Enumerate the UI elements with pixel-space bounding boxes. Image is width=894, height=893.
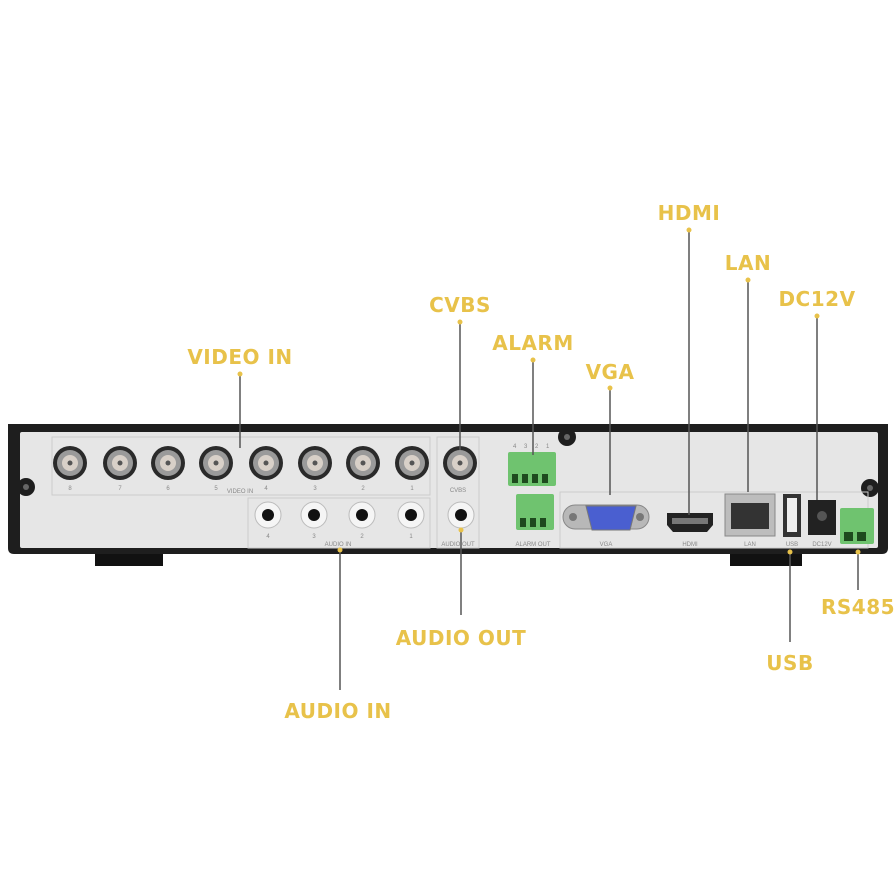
- video-in-port[interactable]: [103, 446, 137, 480]
- panel-label-audio-out: AUDIO OUT: [441, 542, 475, 548]
- vga-port[interactable]: [562, 504, 650, 531]
- panel-label-vga: VGA: [600, 542, 613, 548]
- callout-audio-out: AUDIO OUT: [396, 626, 527, 650]
- foot-right: [730, 552, 802, 566]
- video-channel-number: 6: [166, 486, 170, 492]
- callout-rs485: RS485: [821, 595, 894, 619]
- panel-label-dc12v: DC12V: [812, 542, 831, 548]
- video-in-port[interactable]: [298, 446, 332, 480]
- video-channel-number: 2: [361, 486, 365, 492]
- audio-in-port[interactable]: [397, 501, 425, 529]
- alarm-channel-number: 2: [535, 444, 539, 450]
- callout-video-in: VIDEO IN: [187, 345, 292, 369]
- callout-dc12v: DC12V: [778, 287, 855, 311]
- video-in-port[interactable]: [151, 446, 185, 480]
- callout-lan: LAN: [725, 251, 771, 275]
- video-channel-number: 4: [264, 486, 268, 492]
- audio-in-port[interactable]: [348, 501, 376, 529]
- callout-dot: [814, 313, 820, 319]
- audio-in-port[interactable]: [254, 501, 282, 529]
- alarm-channel-number: 4: [513, 444, 517, 450]
- video-channel-number: 1: [410, 486, 414, 492]
- panel-label-video-in: VIDEO IN: [227, 489, 253, 495]
- callout-vga: VGA: [586, 360, 635, 384]
- alarm-terminal-block[interactable]: [508, 452, 556, 486]
- callout-dot: [457, 319, 463, 325]
- foot-left: [95, 552, 163, 566]
- callout-alarm: ALARM: [492, 331, 574, 355]
- lan-port[interactable]: [724, 493, 776, 537]
- panel-label-alarm-out: ALARM OUT: [515, 542, 550, 548]
- audio-channel-number: 4: [266, 534, 270, 540]
- dc12v-port[interactable]: [808, 500, 836, 535]
- callout-dot: [745, 277, 751, 283]
- video-in-port[interactable]: [249, 446, 283, 480]
- video-channel-number: 8: [68, 486, 72, 492]
- callout-dot: [686, 227, 692, 233]
- rear-panel: [20, 432, 878, 548]
- alarm-out-terminal-block[interactable]: [516, 494, 554, 530]
- hdmi-port[interactable]: [667, 513, 713, 532]
- callout-dot: [787, 549, 793, 555]
- callout-usb: USB: [766, 651, 813, 675]
- panel-label-hdmi: HDMI: [682, 542, 698, 548]
- cvbs-port[interactable]: [443, 446, 477, 480]
- audio-channel-number: 1: [409, 534, 413, 540]
- panel-label-cvbs: CVBS: [450, 488, 466, 494]
- callout-dot: [337, 547, 343, 553]
- panel-label-audio-in: AUDIO IN: [325, 542, 352, 548]
- alarm-channel-number: 3: [524, 444, 528, 450]
- callout-dot: [607, 385, 613, 391]
- usb-port[interactable]: [783, 494, 801, 537]
- callout-dot: [237, 371, 243, 377]
- rs485-terminal-block[interactable]: [840, 508, 874, 544]
- alarm-channel-number: 1: [546, 444, 550, 450]
- callout-cvbs: CVBS: [429, 293, 491, 317]
- video-channel-number: 3: [313, 486, 317, 492]
- audio-channel-number: 3: [312, 534, 316, 540]
- panel-label-usb: USB: [786, 542, 798, 548]
- cvbs-section: [436, 436, 480, 549]
- audio-out-port[interactable]: [447, 501, 475, 529]
- video-in-port[interactable]: [395, 446, 429, 480]
- callout-hdmi: HDMI: [658, 201, 721, 225]
- video-in-port[interactable]: [199, 446, 233, 480]
- callout-dot: [458, 527, 464, 533]
- video-in-section: [51, 436, 431, 496]
- video-channel-number: 7: [118, 486, 122, 492]
- video-in-port[interactable]: [346, 446, 380, 480]
- callout-dot: [855, 549, 861, 555]
- video-in-port[interactable]: [53, 446, 87, 480]
- callout-audio-in: AUDIO IN: [284, 699, 391, 723]
- video-channel-number: 5: [214, 486, 218, 492]
- panel-label-lan: LAN: [744, 542, 756, 548]
- audio-in-port[interactable]: [300, 501, 328, 529]
- callout-dot: [530, 357, 536, 363]
- audio-channel-number: 2: [360, 534, 364, 540]
